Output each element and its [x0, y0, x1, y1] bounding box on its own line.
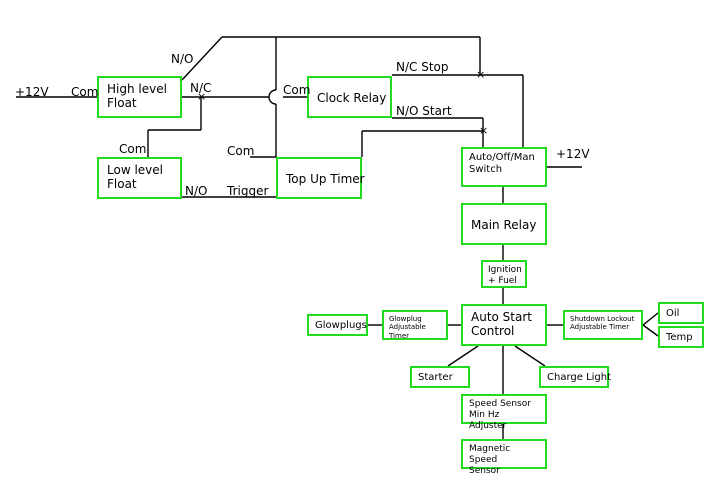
- trigger-label: Trigger: [227, 184, 269, 198]
- com-label-low-float: Com: [119, 142, 147, 156]
- main-relay-box: Main Relay: [461, 203, 547, 245]
- clock-relay-label: Clock Relay: [317, 91, 387, 105]
- starter-label: Starter: [418, 372, 453, 383]
- high-level-float-box: High level Float: [97, 76, 182, 118]
- low-level-float-box: Low level Float: [97, 157, 182, 199]
- high-level-float-label: High level Float: [107, 82, 167, 111]
- speed-sensor-label: Speed Sensor Min Hz Adjuster: [469, 399, 531, 431]
- wire-control-to-charge-light: [514, 345, 546, 367]
- junction-marker-stop: ×: [476, 68, 486, 81]
- auto-off-man-switch-box: Auto/Off/Man Switch: [461, 147, 547, 187]
- wire-shutdown-to-temp: [642, 324, 659, 337]
- glowplug-timer-box: Glowplug Adjustable Timer: [382, 310, 448, 340]
- com-label-clock-relay: Com: [283, 83, 311, 97]
- supply-label-right: +12V: [556, 147, 590, 161]
- charge-light-box: Charge Light: [539, 366, 612, 388]
- no-start-label: N/O Start: [396, 104, 452, 118]
- wire-hop-over: [268, 89, 277, 105]
- com-label-top-up-timer: Com: [227, 144, 255, 158]
- ignition-fuel-box: Ignition + Fuel: [481, 260, 527, 288]
- oil-label: Oil: [666, 308, 680, 319]
- main-relay-label: Main Relay: [471, 218, 537, 232]
- supply-label-left: +12V: [15, 85, 49, 99]
- auto-start-control-label: Auto Start Control: [471, 310, 532, 339]
- top-up-timer-box: Top Up Timer: [276, 157, 365, 199]
- starter-box: Starter: [410, 366, 470, 388]
- ignition-fuel-label: Ignition + Fuel: [488, 265, 522, 286]
- nc-stop-label: N/C Stop: [396, 60, 449, 74]
- junction-marker-nc: ×: [197, 90, 207, 103]
- charge-light-label: Charge Light: [547, 372, 612, 383]
- shutdown-lockout-timer-box: Shutdown Lockout Adjustable Timer: [563, 310, 643, 340]
- magnetic-speed-sensor-box: Magnetic Speed Sensor: [461, 439, 547, 476]
- glowplugs-label: Glowplugs: [315, 320, 367, 331]
- junction-marker-start: ×: [479, 124, 489, 137]
- top-up-timer-label: Top Up Timer: [286, 172, 365, 186]
- temp-label: Temp: [666, 332, 693, 343]
- clock-relay-box: Clock Relay: [307, 76, 392, 118]
- com-label-high-float: Com: [71, 85, 99, 99]
- glowplug-timer-label: Glowplug Adjustable Timer: [389, 315, 426, 340]
- oil-box: Oil: [658, 302, 704, 324]
- wire-control-to-starter: [447, 345, 479, 367]
- speed-sensor-box: Speed Sensor Min Hz Adjuster: [461, 394, 547, 431]
- no-label-top: N/O: [171, 52, 194, 66]
- magnetic-speed-sensor-label: Magnetic Speed Sensor: [469, 444, 511, 476]
- auto-off-man-switch-label: Auto/Off/Man Switch: [469, 152, 535, 175]
- temp-box: Temp: [658, 326, 704, 348]
- shutdown-lockout-timer-label: Shutdown Lockout Adjustable Timer: [570, 315, 635, 332]
- glowplugs-box: Glowplugs: [307, 314, 368, 336]
- auto-start-control-box: Auto Start Control: [461, 304, 547, 346]
- wire-no-switch-arm: [181, 36, 223, 81]
- nc-label-high-float: N/C: [190, 81, 212, 95]
- wire-shutdown-to-oil: [642, 312, 659, 326]
- low-level-float-label: Low level Float: [107, 163, 163, 192]
- no-label-low-float: N/O: [185, 184, 208, 198]
